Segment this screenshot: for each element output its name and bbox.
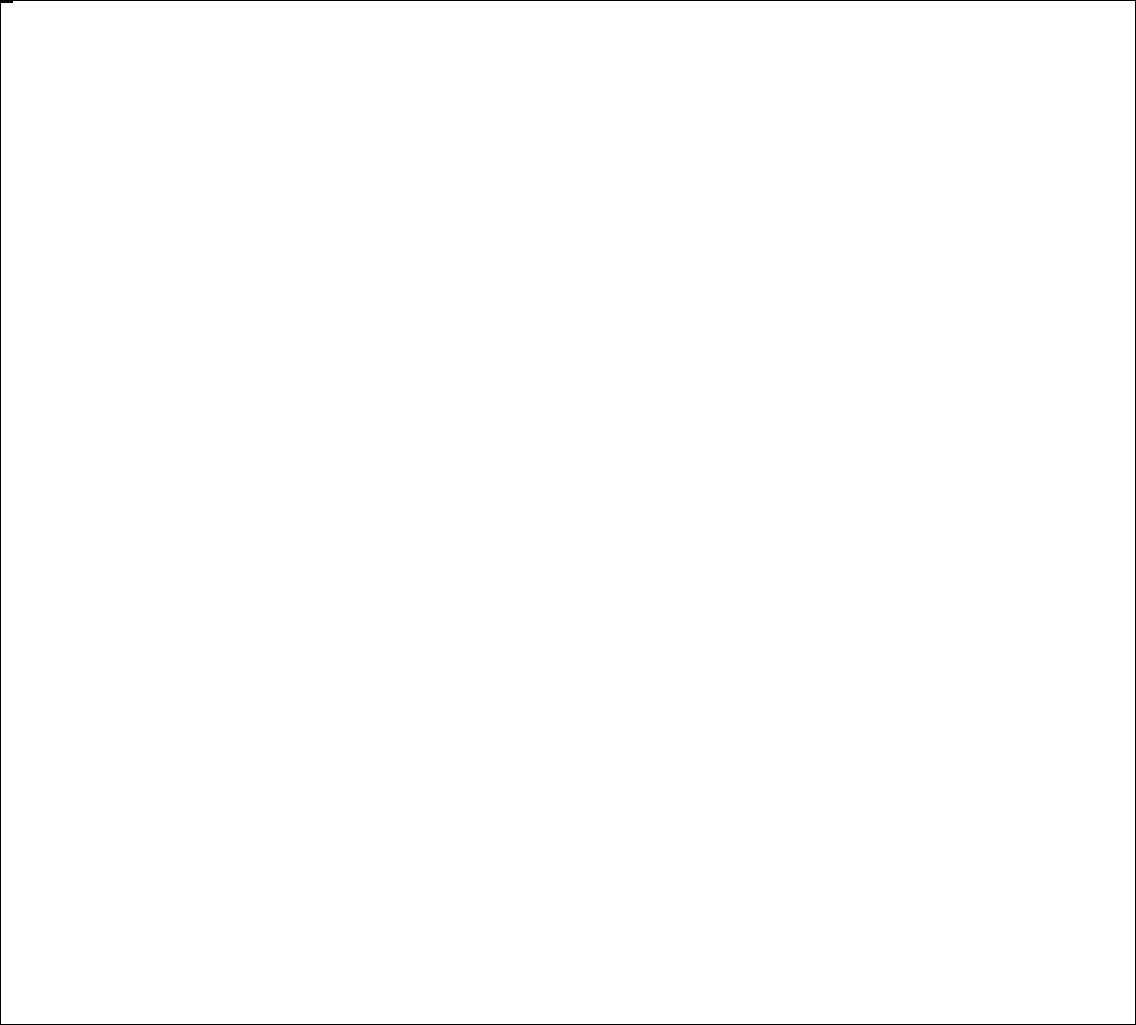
map-title xyxy=(1,1,13,3)
